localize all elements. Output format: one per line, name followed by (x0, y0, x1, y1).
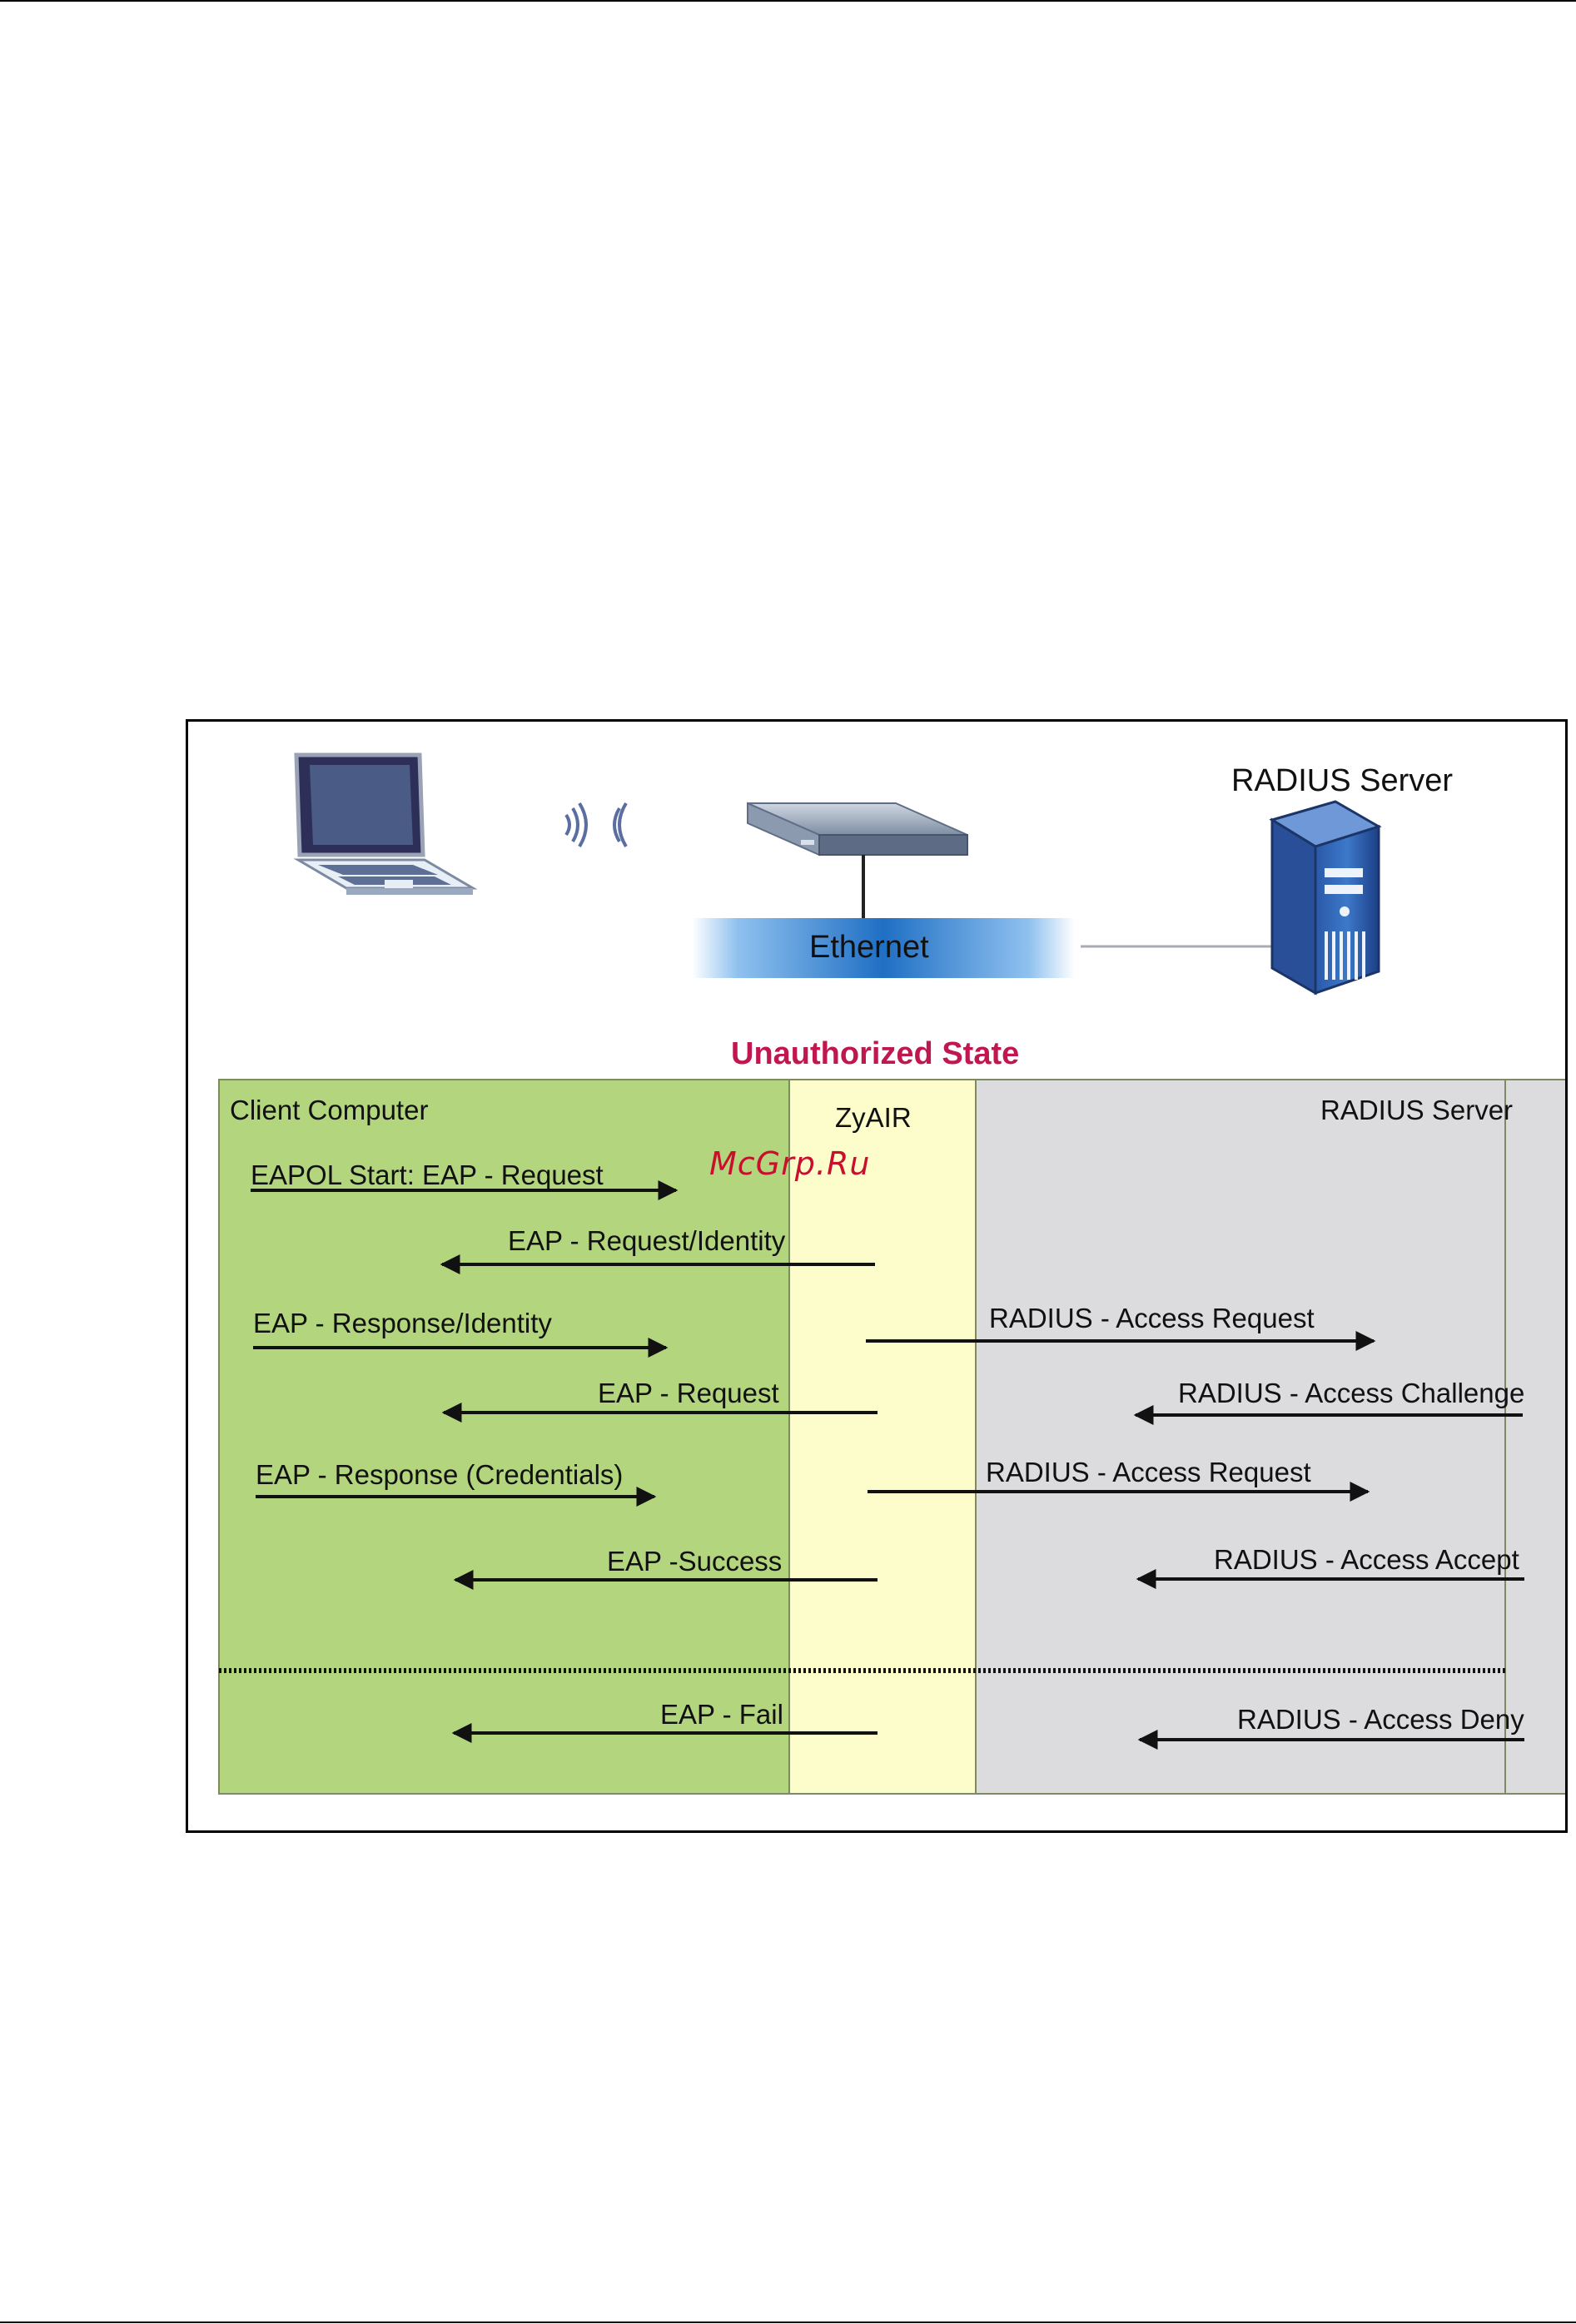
diagram-frame: RADIUS Server Ethernet Unauthorized Stat… (186, 719, 1568, 1833)
msg-radius-access-deny: RADIUS - Access Deny (1237, 1704, 1524, 1735)
lane-label-client: Client Computer (230, 1095, 429, 1125)
access-point-icon (747, 802, 968, 918)
watermark: McGrp.Ru (709, 1145, 871, 1182)
server-tower-icon (1269, 800, 1382, 996)
msg-eapol-start: EAPOL Start: EAP - Request (251, 1160, 604, 1190)
msg-eap-request: EAP - Request (598, 1378, 779, 1408)
msg-eap-response-identity: EAP - Response/Identity (253, 1308, 552, 1338)
ethernet-label: Ethernet (809, 930, 929, 965)
laptop-icon (293, 752, 478, 895)
lane-label-server: RADIUS Server (1320, 1095, 1514, 1125)
server-label: RADIUS Server (1231, 763, 1454, 798)
top-rule (0, 0, 1576, 2)
wireless-signal-icon (564, 802, 628, 848)
msg-eap-request-identity: EAP - Request/Identity (508, 1225, 786, 1256)
msg-radius-access-request-1: RADIUS - Access Request (989, 1303, 1315, 1333)
msg-radius-access-challenge: RADIUS - Access Challenge (1178, 1378, 1525, 1408)
msg-eap-fail: EAP - Fail (660, 1699, 783, 1730)
client-lane (218, 1079, 790, 1795)
message-arrows (251, 1180, 1524, 1750)
msg-eap-response-credentials: EAP - Response (Credentials) (256, 1459, 624, 1490)
state-title: Unauthorized State (731, 1036, 1020, 1071)
msg-radius-access-request-2: RADIUS - Access Request (986, 1457, 1311, 1487)
lane-label-ap: ZyAIR (835, 1102, 912, 1133)
msg-radius-access-accept: RADIUS - Access Accept (1214, 1544, 1519, 1575)
ap-lane (788, 1079, 977, 1795)
bottom-rule (0, 2322, 1576, 2323)
diagram-artwork (218, 752, 1565, 1795)
ethernet-band (692, 918, 1075, 978)
msg-eap-success: EAP -Success (607, 1546, 783, 1577)
